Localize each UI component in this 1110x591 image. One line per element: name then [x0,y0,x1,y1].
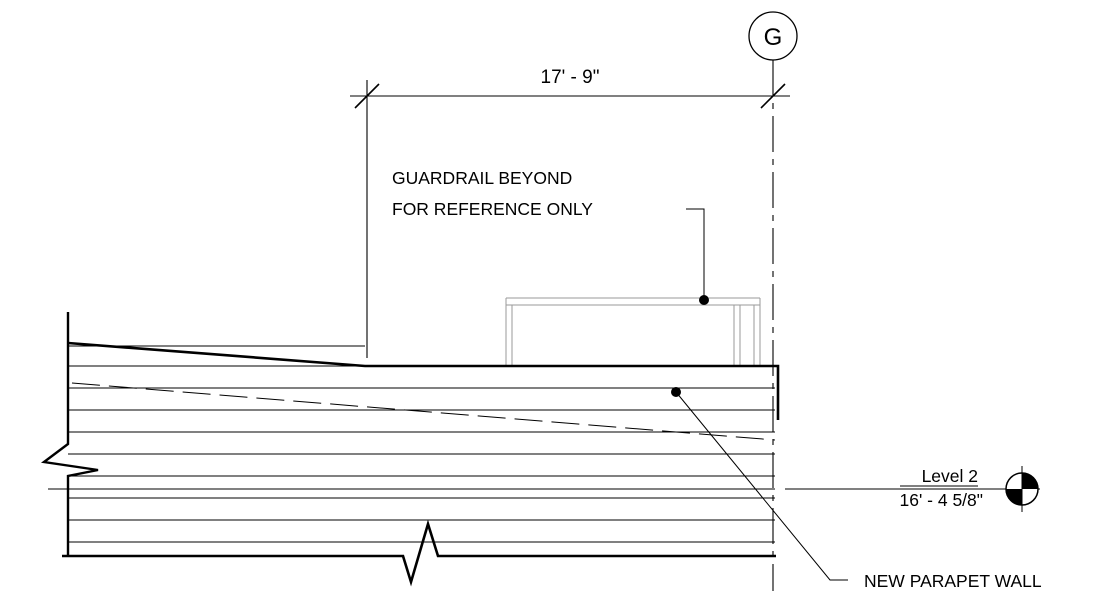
grid-label: G [764,24,783,51]
left-face-break [40,312,99,556]
grid-line-g: G [748,11,798,591]
wall-courses [68,345,775,543]
dimension-string: 17' - 9" [350,67,790,358]
level-2-marker: Level 2 16' - 4 5/8" [900,466,1039,512]
guardrail-leader [686,208,705,300]
level-elevation: 16' - 4 5/8" [900,490,984,510]
bottom-break [62,519,776,587]
guardrail-note-line1: GUARDRAIL BEYOND [392,168,572,188]
wall-outline [40,312,780,587]
parapet-leader [675,391,848,581]
elevation-target-icon [1005,466,1039,512]
parapet-note-text: NEW PARAPET WALL [864,571,1042,591]
parapet-note: NEW PARAPET WALL [671,387,1042,591]
dimension-text: 17' - 9" [541,67,600,88]
guardrail-note-line2: FOR REFERENCE ONLY [392,199,593,219]
guardrail-leader-dot [699,295,709,305]
tick-right [760,83,786,109]
level-name: Level 2 [922,466,978,486]
guardrail-beyond [505,297,761,366]
hidden-slope-line [71,382,776,441]
top-and-right-face [67,341,780,420]
guardrail-note: GUARDRAIL BEYOND FOR REFERENCE ONLY [392,168,709,305]
tick-left [354,83,380,109]
